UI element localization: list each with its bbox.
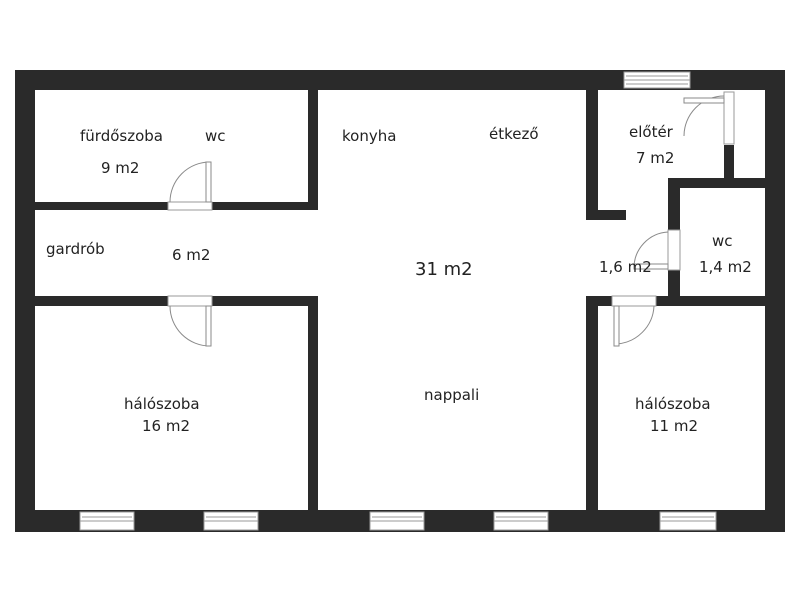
wall-bathroom-bottom [35,202,168,210]
wall-wc-left [668,178,680,230]
bedroom-left-area: 16 m2 [142,417,190,435]
dining-name: étkező [489,125,539,143]
door-hall-entrance [683,91,735,145]
wall-hall-stub [586,210,626,220]
window-bottom-2 [203,511,259,531]
interior-walls [35,90,785,512]
window-bottom-1 [79,511,135,531]
door-bedroom-right [611,295,657,347]
wc-name: wc [712,232,733,250]
bathroom-wc-label: wc [205,127,226,145]
bathroom-area: 9 m2 [101,159,139,177]
wall-wc-right [765,178,785,306]
hall-area: 7 m2 [636,149,674,167]
door-bathroom [167,161,213,211]
wall-hall-left [586,90,598,218]
bedroom-right-area: 11 m2 [650,417,698,435]
corridor-area: 1,6 m2 [599,258,652,276]
wall-bedroom-right-top-2 [656,296,766,306]
wall-wardrobe-bottom [35,296,168,306]
bedroom-right-name: hálószoba [635,395,711,413]
kitchen-name: konyha [342,127,396,145]
window-top-hall [623,71,691,89]
wall-hall-right [724,145,734,185]
living-name: nappali [424,386,479,404]
wall-wardrobe-bottom-2 [212,296,318,306]
room-labels: fürdőszoba wc 9 m2 konyha étkező előtér … [46,123,752,435]
wall-bedroom-left-right [308,296,318,512]
living-area: 31 m2 [415,259,473,280]
window-bottom-4 [493,511,549,531]
wardrobe-name: gardrób [46,240,105,258]
interior-floor-hall [600,90,726,180]
wall-bathroom-right [308,90,318,210]
wardrobe-area: 6 m2 [172,246,210,264]
bedroom-left-name: hálószoba [124,395,200,413]
door-bedroom-left [167,295,213,347]
wall-wc-top [668,178,785,188]
wc-area: 1,4 m2 [699,258,752,276]
wall-bedroom-right-top [586,296,612,306]
hall-name: előtér [629,123,674,141]
windows [79,71,717,531]
wall-bathroom-bottom-2 [212,202,318,210]
door-wc [633,229,681,271]
bathroom-name: fürdőszoba [80,127,163,145]
window-bottom-3 [369,511,425,531]
window-bottom-5 [659,511,717,531]
wall-bedroom-right-left [586,296,598,512]
doors [167,91,735,347]
